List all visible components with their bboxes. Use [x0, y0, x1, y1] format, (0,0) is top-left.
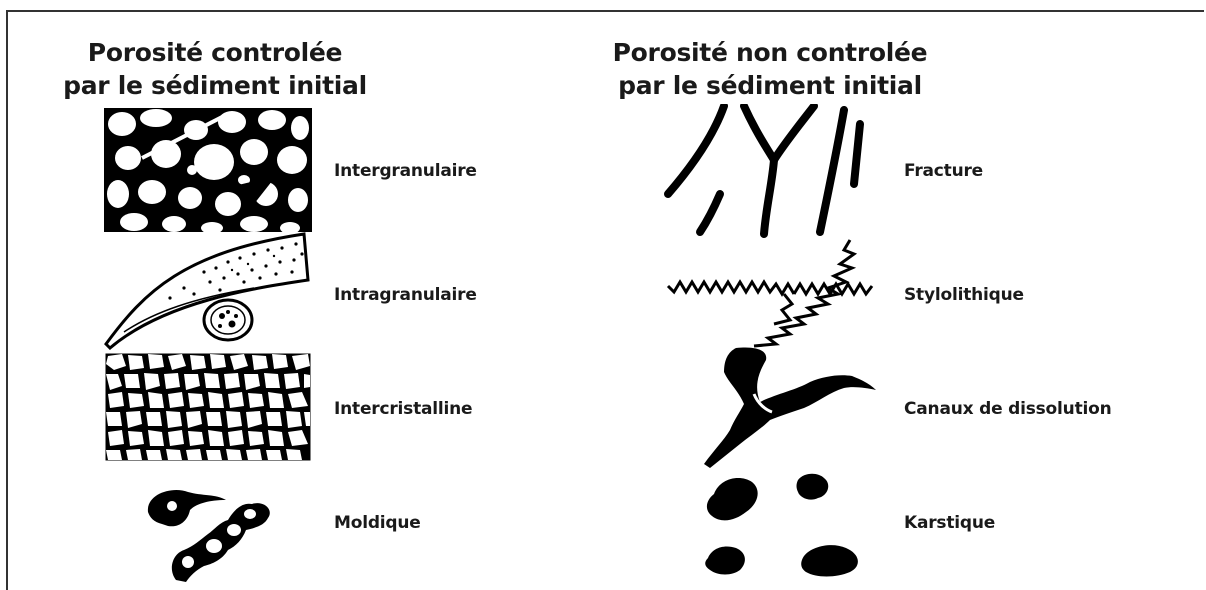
label-stylolithique: Stylolithique — [904, 285, 1024, 305]
karst-icon — [705, 473, 858, 577]
right-heading-line2: par le sédiment initial — [618, 71, 922, 100]
left-column-heading: Porosité controlée par le sédiment initi… — [40, 36, 390, 102]
fracture-icon — [664, 104, 864, 238]
intercrystalline-icon — [104, 352, 312, 462]
diagram-frame — [6, 10, 1204, 590]
label-karstique: Karstique — [904, 513, 996, 533]
intergranular-icon — [104, 108, 312, 232]
label-moldique: Moldique — [334, 513, 421, 533]
label-intergranulaire: Intergranulaire — [334, 161, 477, 181]
label-intercristalline: Intercristalline — [334, 399, 473, 419]
right-heading-line1: Porosité non controlée — [612, 38, 928, 67]
right-column-heading: Porosité non controlée par le sédiment i… — [590, 36, 950, 102]
stylolite-icon — [666, 239, 874, 348]
label-canaux-de-dissolution: Canaux de dissolution — [904, 399, 1112, 419]
left-heading-line1: Porosité controlée — [87, 38, 343, 67]
left-heading-line2: par le sédiment initial — [63, 71, 367, 100]
label-intragranulaire: Intragranulaire — [334, 285, 477, 305]
intragranular-icon — [104, 232, 310, 350]
label-fracture: Fracture — [904, 161, 984, 181]
dissolution-channel-icon — [704, 347, 876, 468]
moldic-icon — [147, 490, 270, 582]
